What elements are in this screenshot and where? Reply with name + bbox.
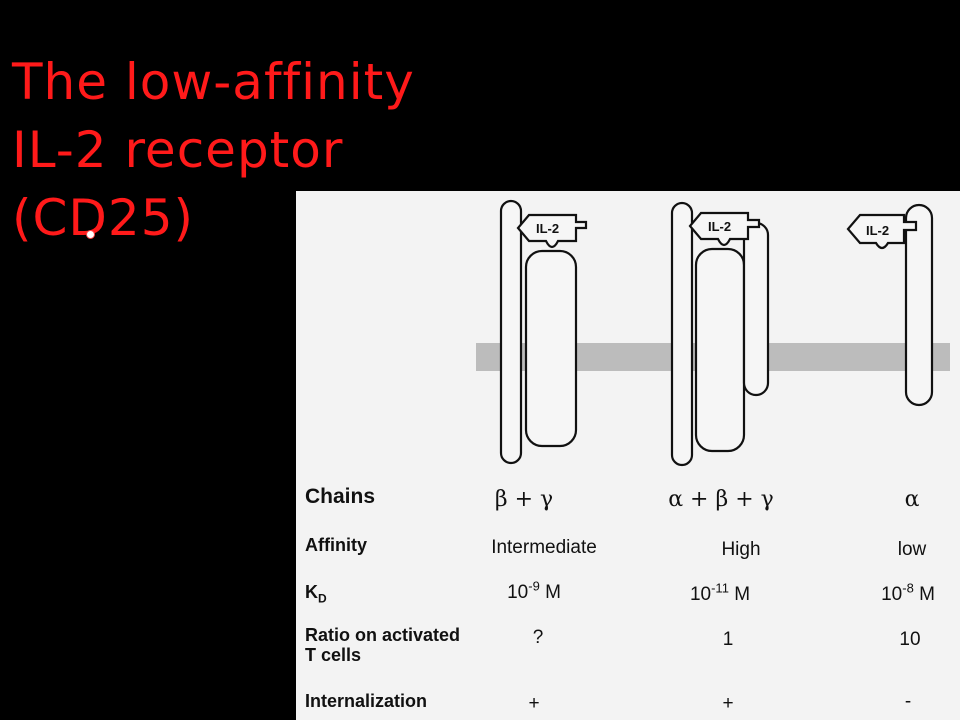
kd-complex-3: 10-8 M (881, 580, 935, 605)
ratio-complex-3: 10 (899, 629, 921, 650)
chains-complex-2: α + β + γ (668, 487, 774, 512)
il2-ligand-3 (846, 213, 918, 250)
affinity-complex-2: High (721, 539, 761, 560)
gamma-chain-2 (694, 247, 746, 453)
alpha-chain-3 (904, 203, 934, 407)
alpha-chain-2 (670, 201, 694, 467)
row-label-kd: KD (305, 582, 327, 606)
slide-title: The low-affinity IL-2 receptor (CD25) (12, 48, 482, 252)
row-label-ratio: Ratio on activated T cells (305, 625, 461, 665)
receptor-figure: IL-2 IL-2 IL-2 Chains β + γ α + β + γ α … (296, 191, 960, 720)
receptor-diagram: IL-2 IL-2 IL-2 (476, 199, 950, 467)
internalization-complex-3: - (904, 691, 912, 712)
beta-chain-2 (742, 221, 770, 397)
beta-chain-1 (499, 199, 523, 465)
affinity-complex-3: low (897, 539, 927, 560)
pointer-dot (86, 230, 95, 239)
title-line-1: The low-affinity (12, 53, 415, 111)
row-label-affinity: Affinity (305, 535, 367, 555)
kd-subscript: D (318, 591, 327, 606)
affinity-complex-1: Intermediate (491, 537, 597, 558)
il2-label-3: IL-2 (866, 223, 889, 238)
chains-complex-1: β + γ (494, 487, 554, 512)
chains-complex-3: α (904, 487, 920, 512)
kd-complex-1: 10-9 M (507, 578, 561, 603)
ratio-complex-1: ? (532, 627, 544, 648)
il2-label-2: IL-2 (708, 219, 731, 234)
title-line-2: IL-2 receptor (12, 121, 344, 179)
ratio-complex-2: 1 (722, 629, 734, 650)
il2-ligand-1 (516, 213, 588, 249)
internalization-complex-1: + (528, 693, 540, 714)
il2-label-1: IL-2 (536, 221, 559, 236)
title-line-3: (CD25) (12, 189, 195, 247)
kd-label: K (305, 582, 318, 602)
internalization-complex-2: + (722, 693, 734, 714)
row-label-internalization: Internalization (305, 691, 428, 711)
il2-ligand-2 (688, 211, 761, 247)
kd-complex-2: 10-11 M (689, 580, 751, 605)
row-label-chains: Chains (305, 485, 376, 508)
gamma-chain-1 (524, 249, 578, 448)
